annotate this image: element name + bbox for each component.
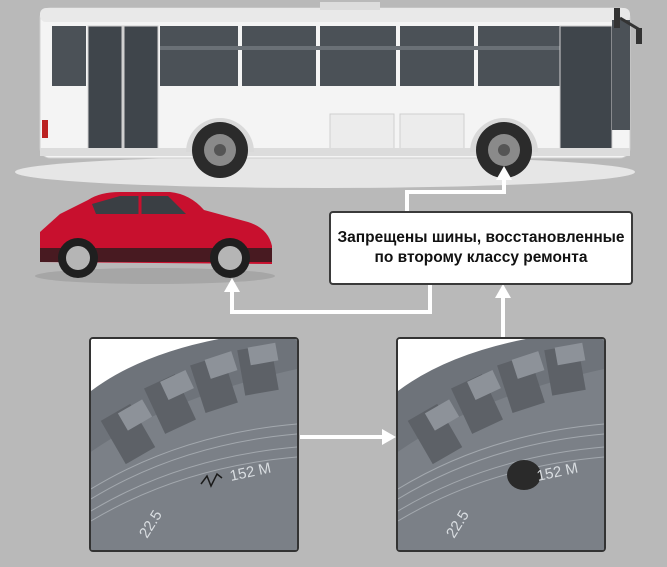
- tire-panel-repaired: 152 M 22.5: [396, 337, 606, 552]
- car-illustration: [35, 192, 275, 284]
- connector-arrows: [230, 176, 506, 439]
- callout-line-2: по второму классу ремонта: [374, 249, 588, 266]
- callout-line-1: Запрещены шины, восстановленные: [337, 229, 625, 246]
- tire-repaired-icon: 152 M 22.5: [398, 339, 604, 550]
- restriction-callout: Запрещены шины, восстановленные по второ…: [329, 211, 633, 285]
- crack-mark: [200, 472, 223, 488]
- arrow-heads: [224, 166, 512, 445]
- repair-patch: [507, 460, 541, 490]
- arrow-to-car: [230, 285, 432, 314]
- tire-panel-damaged: 152 M 22.5: [89, 337, 299, 552]
- arrow-to-bus: [405, 176, 506, 211]
- bus-ground-shadow: [15, 156, 635, 188]
- bus-illustration: [39, 2, 642, 178]
- tire-damaged-icon: 152 M 22.5: [91, 339, 297, 550]
